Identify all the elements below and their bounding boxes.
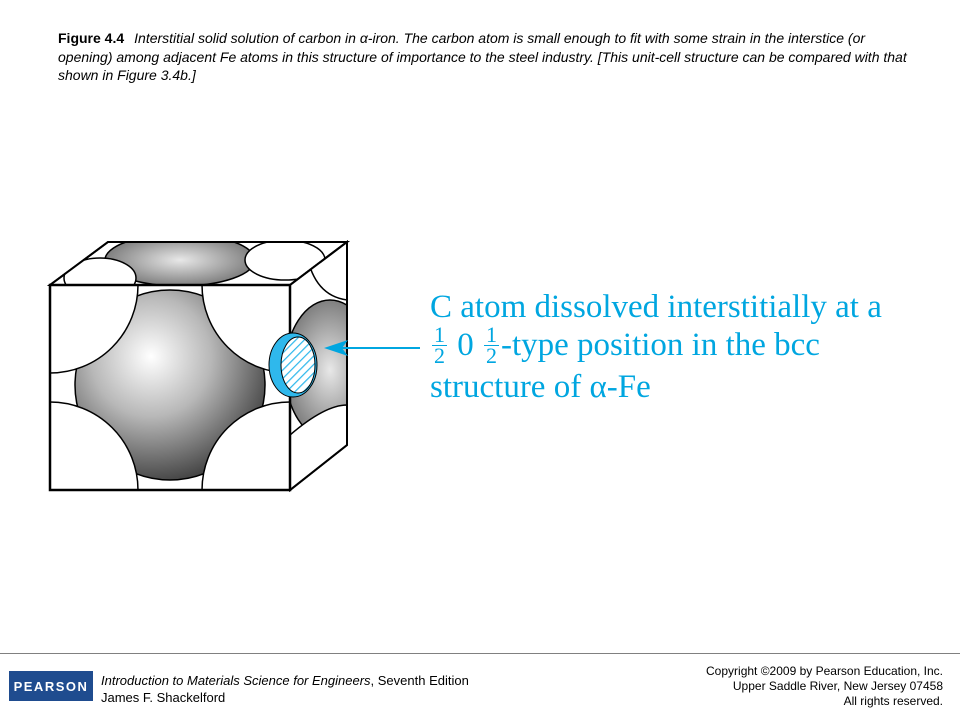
book-title: Introduction to Materials Science for En… [101, 673, 371, 688]
book-author: James F. Shackelford [101, 690, 226, 705]
cube-front-face [48, 283, 292, 492]
corner-fe-atom-bl [50, 401, 139, 490]
figure-caption-text: Interstitial solid solution of carbon in… [58, 30, 907, 83]
corner-fe-atom-br [201, 401, 290, 490]
cube-side-face [289, 239, 348, 493]
annotation-line-1: C atom dissolved interstitially at a [430, 289, 882, 325]
center-fe-atom [74, 289, 266, 481]
figure-label: Figure 4.4 [58, 30, 125, 46]
bcc-unit-cell-illustration [46, 239, 350, 493]
footer-divider [0, 653, 960, 654]
pointer-arrow [324, 340, 420, 356]
corner-fe-atom-tr [201, 285, 290, 374]
corner-fe-atom-tl [50, 285, 139, 374]
book-edition: , Seventh Edition [370, 673, 469, 688]
pearson-logo: PEARSON [9, 671, 93, 701]
carbon-atom [268, 332, 318, 398]
book-info: Introduction to Materials Science for En… [101, 672, 469, 706]
annotation-line-3: structure of α-Fe [430, 368, 651, 405]
copyright-notice: Copyright ©2009 by Pearson Education, In… [706, 664, 943, 708]
